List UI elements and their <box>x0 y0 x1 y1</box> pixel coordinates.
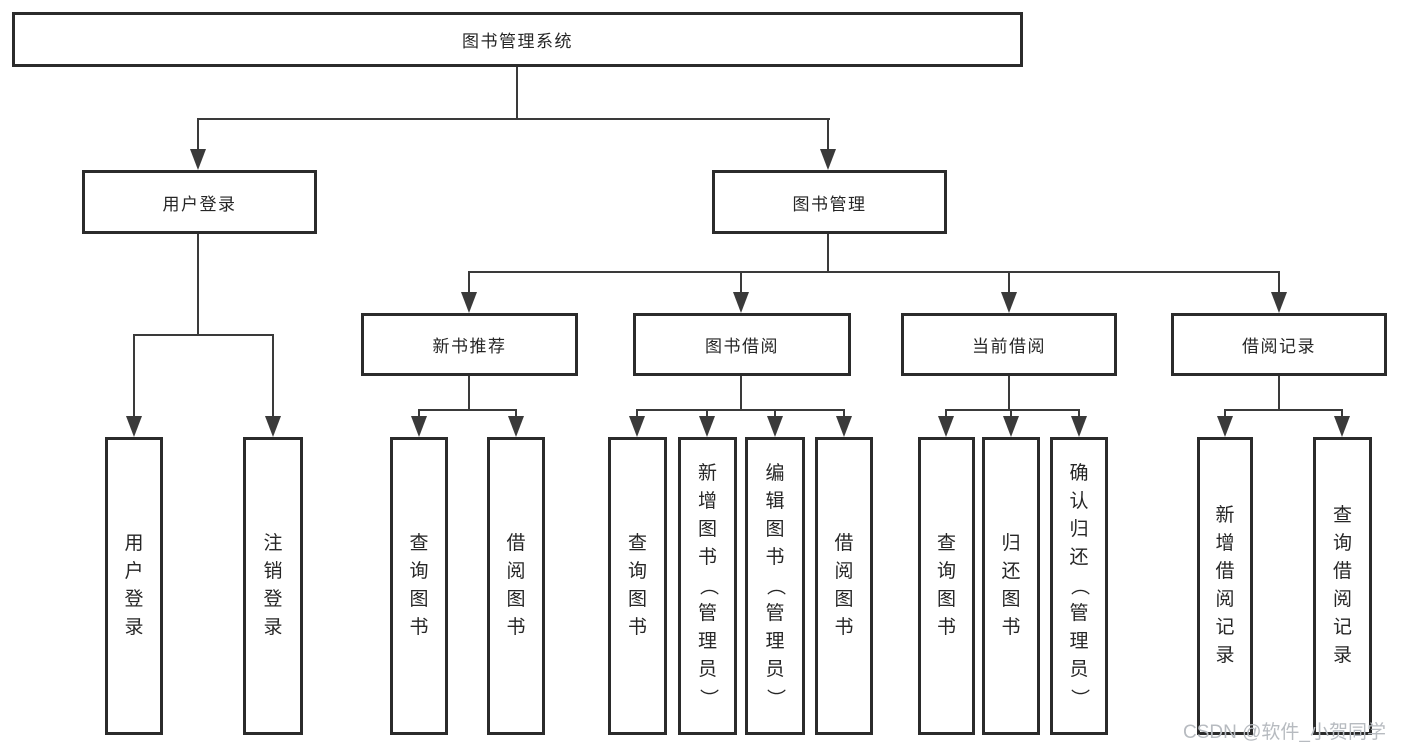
connector-vline <box>945 409 947 417</box>
connector-vline <box>272 334 274 417</box>
leaf-label: 查询图书 <box>409 533 429 638</box>
leaf-label: 借阅图书 <box>834 533 854 638</box>
leaf-label: 查询图书 <box>936 533 956 638</box>
leaf-label: 查询图书 <box>627 533 647 638</box>
connector-hline <box>418 409 517 411</box>
connector-vline <box>197 234 199 335</box>
leaf-label: 确认归还（管理员） <box>1068 463 1090 708</box>
leaf-label: 注销登录 <box>263 533 283 638</box>
leaf-label: 查询借阅记录 <box>1332 505 1352 666</box>
connector-vline <box>843 409 845 417</box>
connector-vline <box>774 409 776 417</box>
arrow-down-icon <box>461 292 477 313</box>
arrow-down-icon <box>1071 416 1087 437</box>
connector-vline <box>516 67 518 119</box>
leaf-add-borrow-record: 新增借阅记录 <box>1197 437 1253 735</box>
connector-vline <box>515 409 517 417</box>
root-node-label: 图书管理系统 <box>462 32 573 51</box>
connector-vline <box>197 118 199 150</box>
leaf-label: 归还图书 <box>1001 533 1021 638</box>
leaf-query-borrow-record: 查询借阅记录 <box>1313 437 1372 735</box>
leaf-borrow-books: 借阅图书 <box>815 437 873 735</box>
branch-label: 用户登录 <box>162 194 237 214</box>
connector-vline <box>1008 271 1010 293</box>
arrow-down-icon <box>508 416 524 437</box>
leaf-confirm-return-admin: 确认归还（管理员） <box>1050 437 1108 735</box>
connector-vline <box>1224 409 1226 417</box>
leaf-label: 新增借阅记录 <box>1215 505 1235 666</box>
arrow-down-icon <box>938 416 954 437</box>
arrow-down-icon <box>699 416 715 437</box>
connector-vline <box>1341 409 1343 417</box>
connector-vline <box>133 334 135 417</box>
arrow-down-icon <box>1001 292 1017 313</box>
arrow-down-icon <box>629 416 645 437</box>
section-label: 新书推荐 <box>432 337 507 356</box>
connector-vline <box>1278 376 1280 410</box>
section-book-borrow: 图书借阅 <box>633 313 851 376</box>
connector-vline <box>636 409 638 417</box>
connector-vline <box>827 118 829 150</box>
leaf-label: 借阅图书 <box>506 533 526 638</box>
section-borrow-records: 借阅记录 <box>1171 313 1387 376</box>
root-node-book-management-system: 图书管理系统 <box>12 12 1023 67</box>
arrow-down-icon <box>1271 292 1287 313</box>
connector-vline <box>1010 409 1012 417</box>
connector-vline <box>468 376 470 410</box>
branch-book-management: 图书管理 <box>712 170 947 234</box>
connector-hline <box>945 409 1079 411</box>
connector-vline <box>1278 271 1280 293</box>
connector-vline <box>706 409 708 417</box>
leaf-query-books-recommend: 查询图书 <box>390 437 448 735</box>
arrow-down-icon <box>265 416 281 437</box>
watermark: CSDN @软件_小贺同学 <box>1183 722 1386 743</box>
section-label: 图书借阅 <box>705 337 779 356</box>
leaf-label: 新增图书（管理员） <box>697 463 719 708</box>
section-current-borrow: 当前借阅 <box>901 313 1117 376</box>
section-label: 当前借阅 <box>972 337 1046 356</box>
arrow-down-icon <box>836 416 852 437</box>
leaf-return-book: 归还图书 <box>982 437 1040 735</box>
arrow-down-icon <box>190 149 206 170</box>
arrow-down-icon <box>767 416 783 437</box>
leaf-label: 用户登录 <box>124 533 144 638</box>
connector-vline <box>468 271 470 293</box>
arrow-down-icon <box>1003 416 1019 437</box>
leaf-logout: 注销登录 <box>243 437 303 735</box>
leaf-query-books-current: 查询图书 <box>918 437 975 735</box>
connector-hline <box>133 334 274 336</box>
leaf-query-books-borrow: 查询图书 <box>608 437 667 735</box>
connector-vline <box>740 271 742 293</box>
arrow-down-icon <box>733 292 749 313</box>
connector-vline <box>1078 409 1080 417</box>
connector-vline <box>827 234 829 272</box>
arrow-down-icon <box>126 416 142 437</box>
connector-hline <box>1224 409 1342 411</box>
branch-label: 图书管理 <box>792 194 867 214</box>
connector-hline <box>636 409 844 411</box>
arrow-down-icon <box>1334 416 1350 437</box>
section-label: 借阅记录 <box>1242 337 1316 356</box>
connector-hline <box>197 118 830 120</box>
branch-user-login: 用户登录 <box>82 170 317 234</box>
connector-hline <box>468 271 1279 273</box>
leaf-borrow-books-recommend: 借阅图书 <box>487 437 545 735</box>
connector-vline <box>1008 376 1010 410</box>
leaf-add-book-admin: 新增图书（管理员） <box>678 437 737 735</box>
leaf-edit-book-admin: 编辑图书（管理员） <box>745 437 805 735</box>
section-new-book-recommend: 新书推荐 <box>361 313 578 376</box>
arrow-down-icon <box>411 416 427 437</box>
arrow-down-icon <box>1217 416 1233 437</box>
arrow-down-icon <box>820 149 836 170</box>
connector-vline <box>740 376 742 410</box>
leaf-user-login: 用户登录 <box>105 437 163 735</box>
leaf-label: 编辑图书（管理员） <box>764 463 786 708</box>
connector-vline <box>418 409 420 417</box>
